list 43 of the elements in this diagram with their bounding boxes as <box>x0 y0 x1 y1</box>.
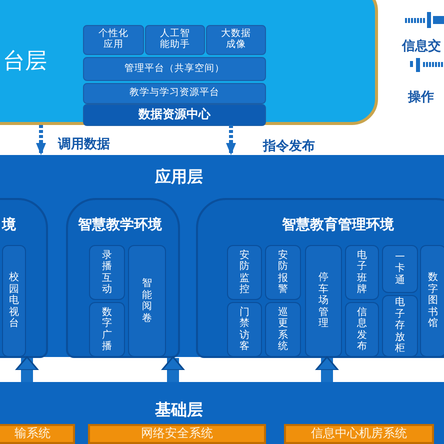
module-box: 巡更系统 <box>265 302 301 357</box>
arrow <box>315 356 339 382</box>
module-box: 安防监控 <box>227 245 262 300</box>
panel-title: 智慧教育管理环境 <box>282 216 394 234</box>
layer-band <box>0 155 444 357</box>
layer-band <box>0 382 444 444</box>
module-box: 电子存放柜 <box>382 295 418 357</box>
panel-title: 境 <box>2 216 16 234</box>
module-box: 安防报警 <box>265 245 301 300</box>
edge-label: 指令发布 <box>263 137 315 155</box>
module-box: 门禁访客 <box>227 302 262 357</box>
arrow <box>226 125 236 155</box>
arrow <box>36 125 46 155</box>
panel-title: 智慧教学环境 <box>78 216 162 234</box>
system-bar: 信息中心机房系统 <box>284 424 434 444</box>
arrow <box>15 356 39 382</box>
layer-title: 基础层 <box>155 400 203 421</box>
system-bar: 网络安全系统 <box>88 424 266 444</box>
environment-panel <box>196 198 444 358</box>
side-label: 信息交 <box>402 37 441 55</box>
module-box: 信息发布 <box>345 302 379 357</box>
module-box: 数字图书馆 <box>420 245 444 357</box>
platform-panel <box>0 0 378 125</box>
module-box: 人工智能助手 <box>145 25 205 55</box>
module-box: 数字广播 <box>89 302 125 357</box>
module-box: 大数据成像 <box>206 25 266 55</box>
module-box: 停车场管理 <box>305 245 342 357</box>
layer-title: 台层 <box>3 48 47 76</box>
module-box: 校园电视台 <box>2 245 26 357</box>
module-box: 录播互动 <box>89 245 125 300</box>
module-box: 教学与学习资源平台 <box>83 83 266 104</box>
module-box: 智能阅卷 <box>128 245 166 357</box>
system-bar: 输系统 <box>0 424 75 444</box>
module-box: 电子班牌 <box>345 245 379 300</box>
module-box: 个性化应用 <box>83 25 144 55</box>
edge-label: 调用数据 <box>58 135 110 153</box>
module-box: 管理平台（共享空间） <box>83 57 266 81</box>
environment-panel <box>66 198 180 358</box>
layer-title: 应用层 <box>155 167 203 188</box>
module-box: 数据资源中心 <box>83 104 266 126</box>
module-box: 一卡通 <box>382 245 418 293</box>
arrow <box>161 356 185 382</box>
side-label: 操作 <box>408 88 434 106</box>
